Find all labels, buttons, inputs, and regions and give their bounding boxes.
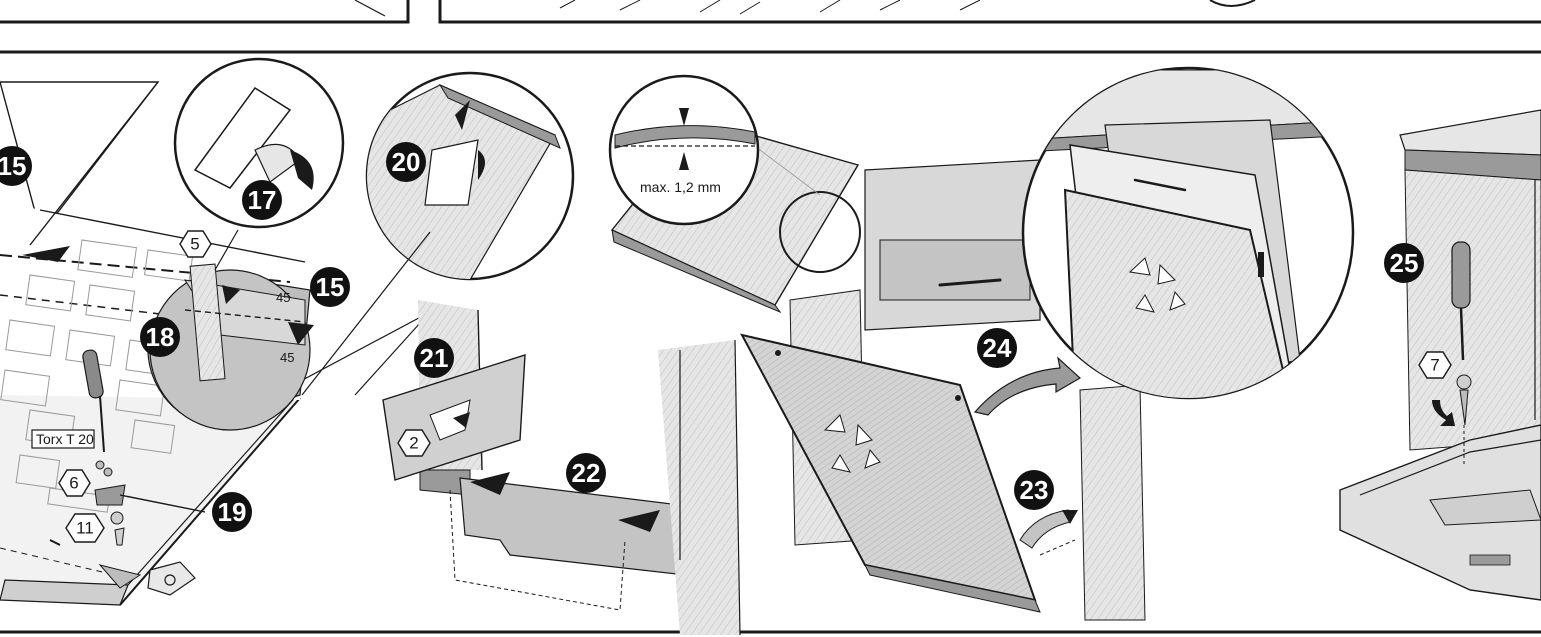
part-number: 5 [190, 235, 199, 254]
step-badge-21: 21 [414, 338, 454, 378]
template-panel-board [0, 81, 431, 606]
door-flatness-check: max. 1,2 mm [608, 74, 861, 314]
part-number: 7 [1430, 356, 1439, 375]
template-detail-circle: 45 45 [147, 229, 314, 431]
step-number: 15 [316, 272, 345, 302]
step-number: 23 [1020, 475, 1049, 505]
worktop-screw-fixing [1339, 109, 1541, 601]
cabinet-with-door [740, 159, 1146, 621]
part-number: 11 [76, 519, 94, 538]
step-number: 25 [1390, 248, 1419, 278]
tape-strip-detail [301, 71, 575, 396]
step-number: 21 [420, 343, 449, 373]
step-number: 15 [0, 151, 26, 181]
door-alignment-detail [1021, 66, 1355, 400]
panel-frame [0, 50, 1541, 634]
step-badge-25: 25 [1384, 243, 1424, 283]
part-number: 6 [69, 474, 78, 493]
step-number: 19 [218, 497, 247, 527]
step-badge-20: 20 [386, 142, 426, 182]
adhesive-peel-detail [173, 57, 345, 229]
part-hex-7: 7 [1418, 351, 1452, 379]
part-hex-11: 11 [65, 513, 105, 543]
step-badge-24: 24 [977, 328, 1017, 368]
step-badge-18: 18 [140, 317, 180, 357]
part-number: 2 [409, 434, 418, 453]
step-number: 22 [572, 458, 601, 488]
step-badge-17: 17 [242, 180, 282, 220]
previous-panel-strip [0, 0, 1541, 24]
angle-label-top: 45 [276, 290, 290, 305]
part-hex-6: 6 [58, 469, 91, 497]
step-number: 20 [392, 147, 421, 177]
angle-label-bottom: 45 [280, 350, 294, 365]
step-badge-19: 19 [212, 492, 252, 532]
step-badge-15a: 15 [0, 146, 32, 186]
torx-label: Torx T 20 [36, 431, 94, 447]
step-number: 17 [248, 185, 277, 215]
part-hex-5: 5 [179, 230, 212, 258]
step-badge-23: 23 [1014, 470, 1054, 510]
part-hex-2: 2 [397, 429, 431, 457]
tolerance-label: max. 1,2 mm [640, 179, 721, 195]
step-badge-22: 22 [566, 453, 606, 493]
step-number: 24 [983, 333, 1012, 363]
step-badge-15b: 15 [310, 267, 350, 307]
torx-label-box: Torx T 20 [31, 429, 95, 449]
step-number: 18 [146, 322, 175, 352]
